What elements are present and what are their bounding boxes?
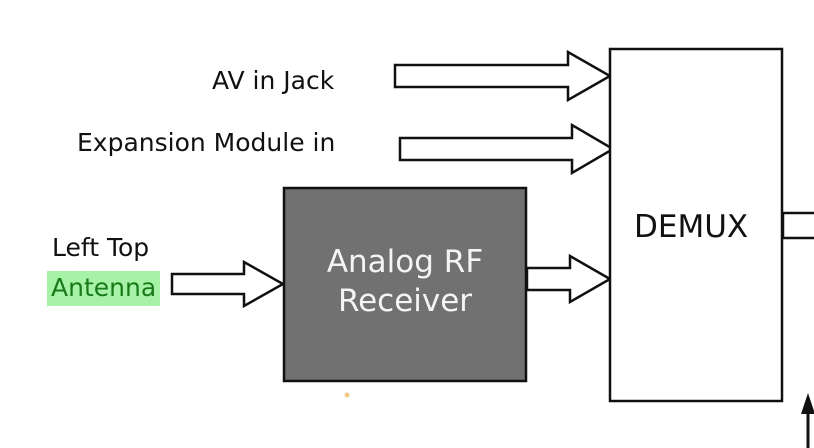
arrow-rf-to-demux xyxy=(525,253,613,305)
rf-label-line-2: Receiver xyxy=(337,282,473,319)
arrow-av-in xyxy=(393,49,613,103)
arrow-expansion-in xyxy=(398,122,616,176)
demux-output-stub xyxy=(781,211,814,240)
analog-rf-receiver-block xyxy=(282,186,528,383)
antenna-label: Antenna xyxy=(47,271,161,306)
expansion-module-in-label: Expansion Module in xyxy=(77,128,336,157)
demux-label: DEMUX xyxy=(634,209,749,245)
rf-label-line-1: Analog RF xyxy=(326,244,484,280)
upward-arrow-head xyxy=(801,393,814,414)
stray-dot xyxy=(344,392,350,398)
arrow-antenna xyxy=(170,259,286,309)
left-top-label: Left Top xyxy=(52,233,150,262)
av-in-jack-label: AV in Jack xyxy=(212,66,335,95)
demux-block xyxy=(608,47,784,403)
analog-rf-receiver-label: Analog RF Receiver xyxy=(284,243,526,321)
